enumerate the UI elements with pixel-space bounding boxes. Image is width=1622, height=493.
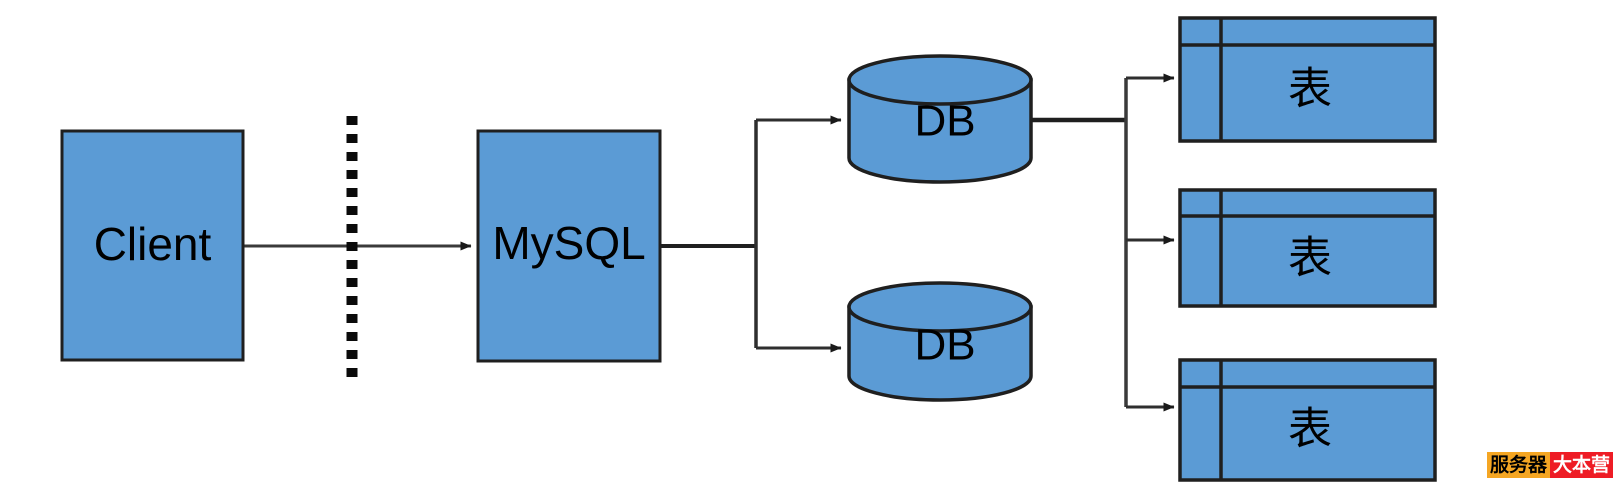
node-client-label: Client (94, 218, 212, 270)
node-mysql[interactable]: MySQL (476, 129, 662, 363)
node-mysql-label: MySQL (492, 217, 645, 269)
edge-mysql-to-db-branch (660, 115, 842, 353)
watermark-right-text: 大本营 (1550, 452, 1614, 478)
node-client[interactable]: Client (60, 129, 245, 362)
node-db-bottom-label: DB (914, 321, 975, 370)
node-table-3-label: 表 (1288, 405, 1332, 454)
node-table-2-label: 表 (1288, 234, 1332, 283)
node-db-top[interactable]: DB (847, 54, 1033, 184)
watermark: 服务器 大本营 (1487, 452, 1614, 478)
node-db-top-label: DB (914, 97, 975, 146)
node-db-bottom[interactable]: DB (847, 281, 1033, 402)
node-table-1-label: 表 (1288, 65, 1332, 114)
node-table-3[interactable]: 表 (1178, 358, 1437, 482)
node-table-2[interactable]: 表 (1178, 188, 1437, 308)
edge-db-to-tables-branch (1030, 73, 1175, 412)
watermark-left-text: 服务器 (1487, 452, 1551, 478)
node-table-1[interactable]: 表 (1178, 16, 1437, 143)
